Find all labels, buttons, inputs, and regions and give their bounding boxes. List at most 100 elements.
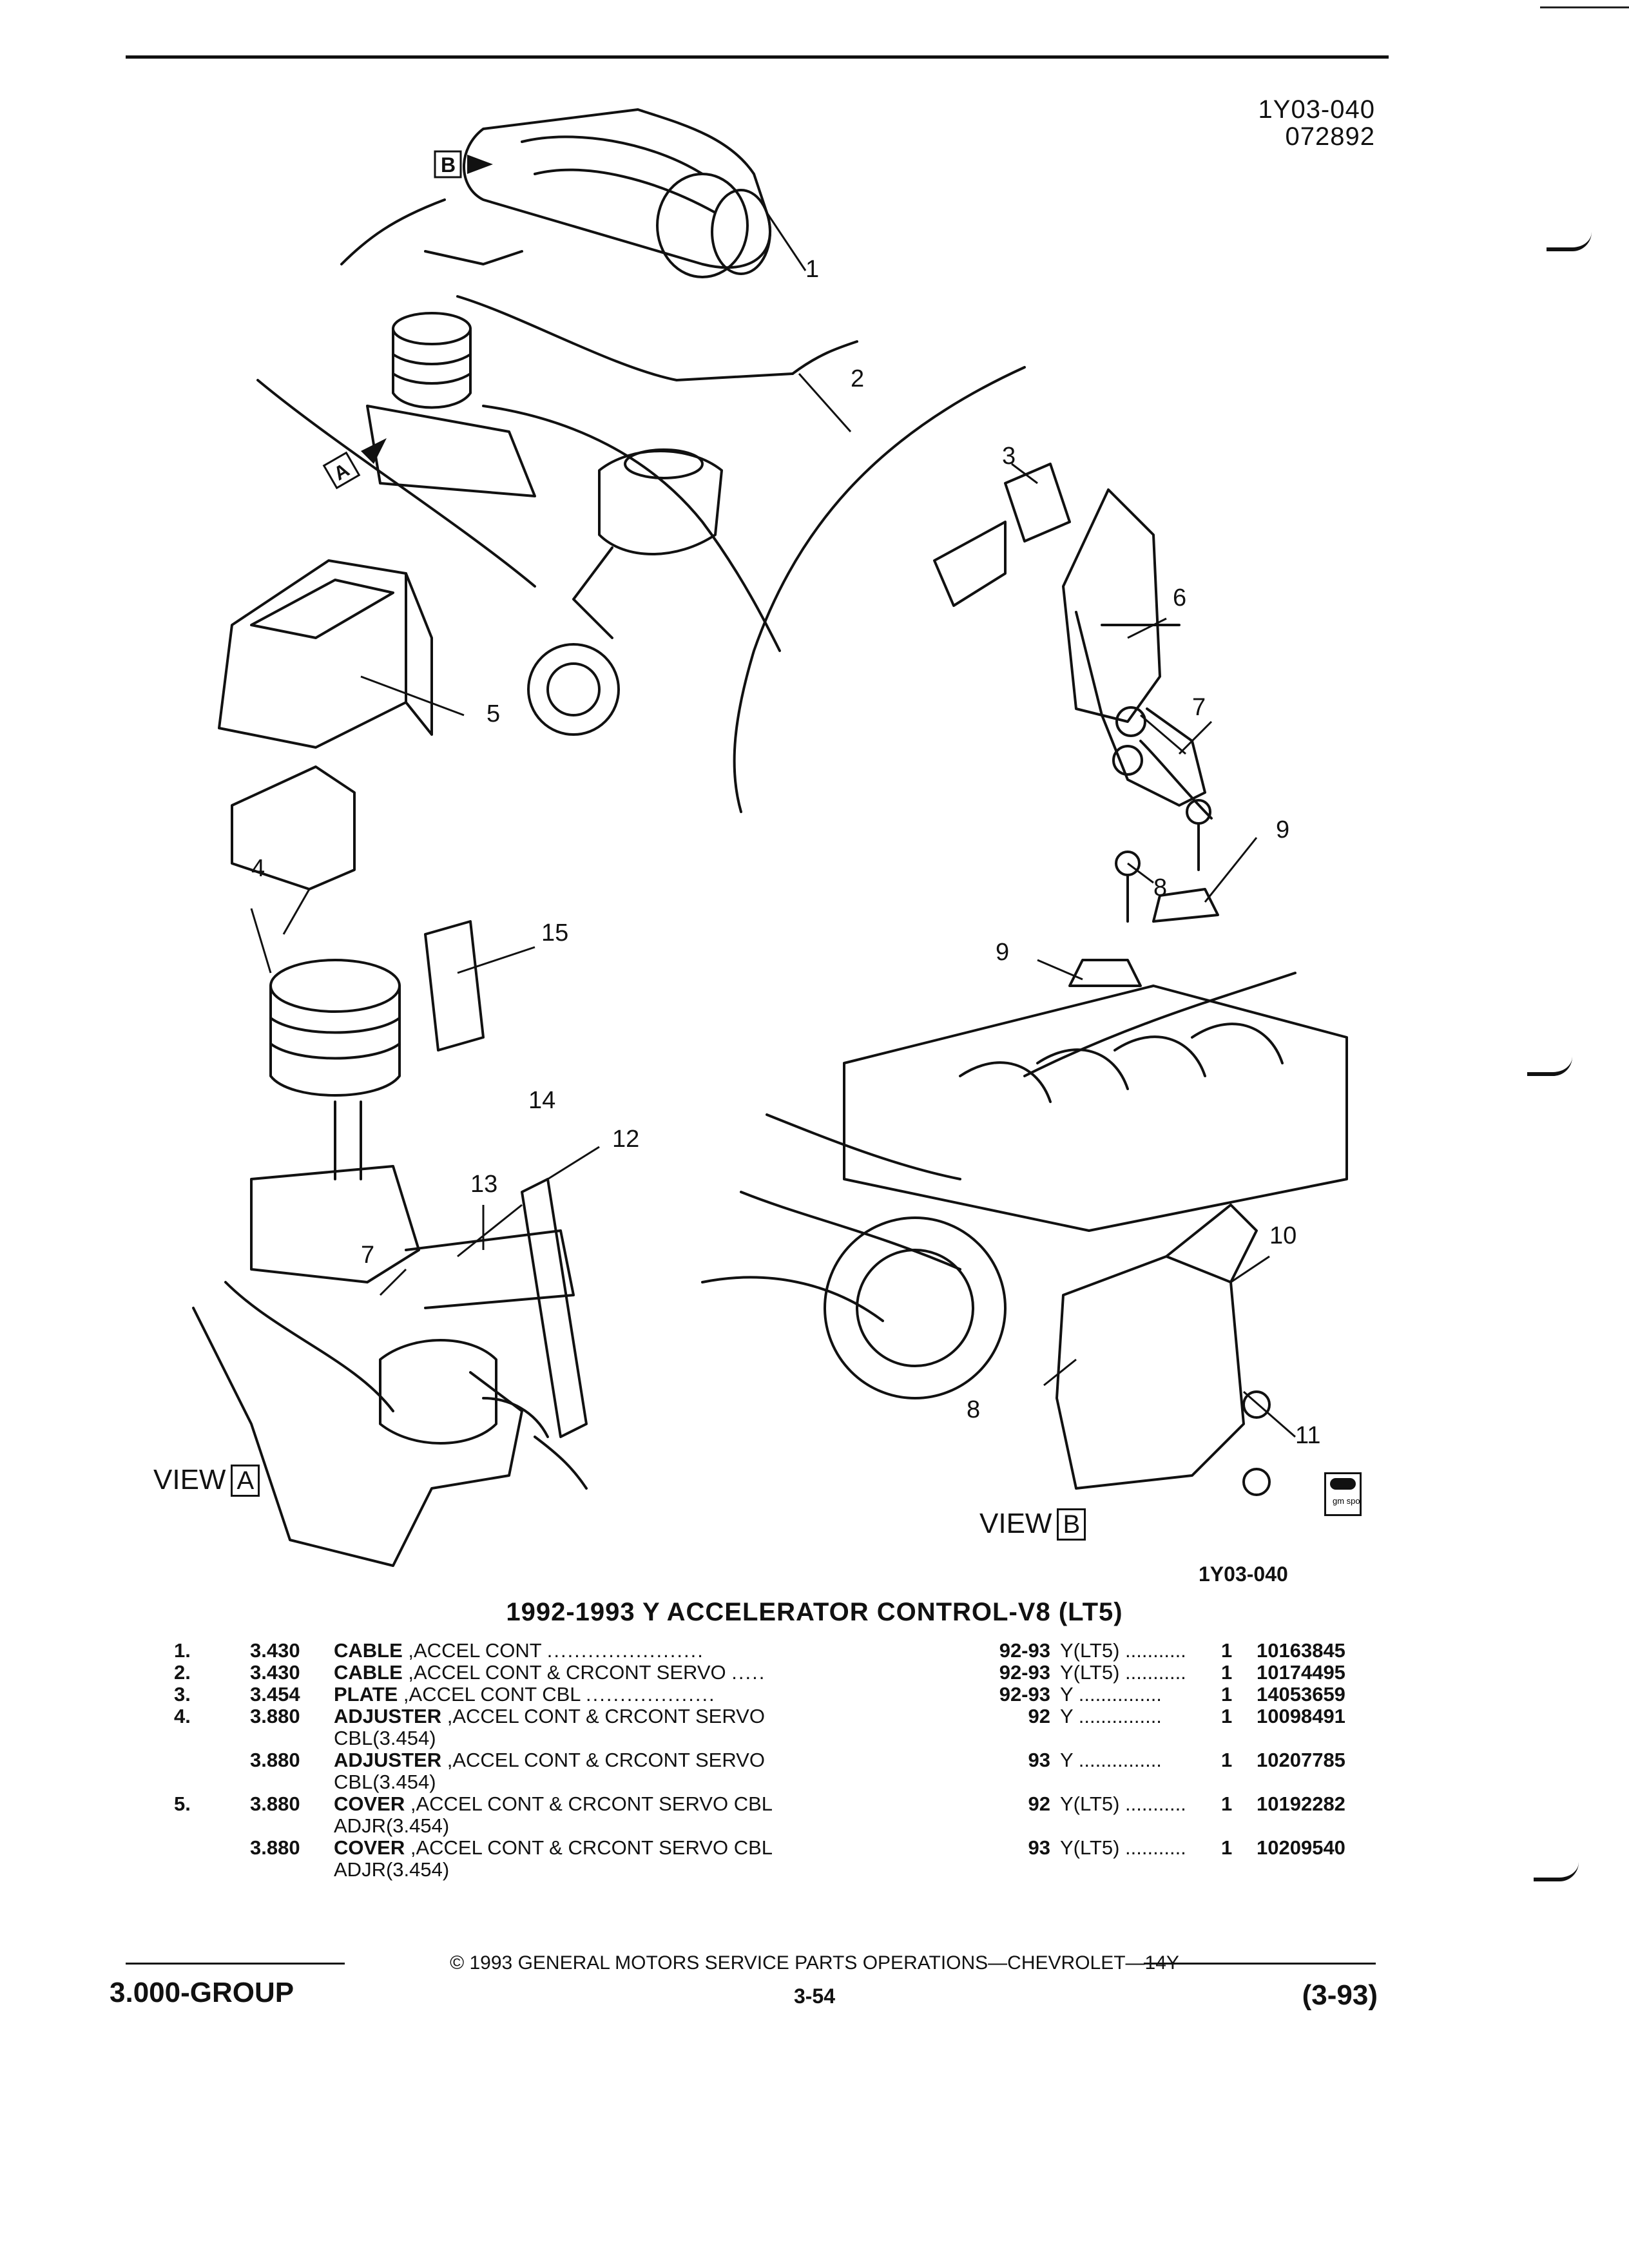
callout-label: 2 bbox=[851, 365, 864, 392]
part-years: 93 bbox=[1028, 1749, 1050, 1771]
gasket-illustration bbox=[424, 920, 485, 1052]
footer-rule-right bbox=[1144, 1963, 1376, 1965]
part-number: 14053659 bbox=[1257, 1683, 1345, 1706]
part-desc-text: ,ACCEL CONT bbox=[402, 1639, 542, 1662]
part-item-number: 5. bbox=[174, 1792, 191, 1815]
svg-text:gm spo: gm spo bbox=[1333, 1496, 1360, 1506]
part-years: 93 bbox=[1028, 1836, 1050, 1859]
page-number: 3-54 bbox=[793, 1984, 836, 2008]
part-name: PLATE bbox=[334, 1683, 398, 1706]
parts-table-title: 1992-1993 Y ACCELERATOR CONTROL-V8 (LT5) bbox=[506, 1598, 1123, 1626]
part-number: 10207785 bbox=[1257, 1749, 1345, 1771]
part-quantity: 1 bbox=[1221, 1661, 1233, 1684]
part-name: CABLE bbox=[334, 1639, 403, 1662]
callout-label: 13 bbox=[470, 1171, 497, 1198]
part-desc-text: ,ACCEL CONT & CRCONT SERVO bbox=[402, 1661, 726, 1684]
part-years: 92-93 bbox=[999, 1639, 1050, 1662]
part-quantity: 1 bbox=[1221, 1836, 1233, 1859]
part-model: Y(LT5) ........... bbox=[1060, 1639, 1186, 1662]
callout-label: 8 bbox=[1153, 874, 1167, 901]
corner-rule bbox=[1540, 6, 1629, 8]
part-description: ADJUSTER ,ACCEL CONT & CRCONT SERVO bbox=[334, 1706, 765, 1727]
part-description: CABLE ,ACCEL CONT & CRCONT SERVO ..... bbox=[334, 1662, 766, 1684]
callout-label: 3 bbox=[1002, 443, 1016, 470]
part-group-number: 3.430 bbox=[250, 1639, 300, 1662]
part-number: 10174495 bbox=[1257, 1661, 1345, 1684]
clamp-hardware-illustration bbox=[1068, 706, 1219, 987]
part-description: COVER ,ACCEL CONT & CRCONT SERVO CBL bbox=[334, 1837, 773, 1859]
doc-date: 072892 bbox=[1285, 122, 1375, 151]
part-description: COVER ,ACCEL CONT & CRCONT SERVO CBL bbox=[334, 1793, 773, 1815]
part-years: 92 bbox=[1028, 1792, 1050, 1815]
master-cylinder-illustration bbox=[527, 448, 723, 736]
part-model: Y ............... bbox=[1060, 1683, 1162, 1706]
doc-id: 1Y03-040 bbox=[1258, 95, 1375, 124]
parts-row: 3.880 93 Y(LT5) ........... 1 10209540 COVER … bbox=[161, 1837, 1385, 1859]
part-number: 10098491 bbox=[1257, 1705, 1345, 1727]
callout-label: 7 bbox=[361, 1242, 374, 1269]
edge-mark bbox=[1547, 232, 1592, 251]
part-quantity: 1 bbox=[1221, 1792, 1233, 1815]
part-name: CABLE bbox=[334, 1661, 403, 1684]
part-item-number: 1. bbox=[174, 1639, 191, 1662]
callout-label: 6 bbox=[1173, 584, 1186, 611]
part-quantity: 1 bbox=[1221, 1683, 1233, 1706]
callout-label: 11 bbox=[1295, 1422, 1320, 1449]
part-desc-text: ,ACCEL CONT & CRCONT SERVO CBL bbox=[405, 1836, 773, 1859]
part-quantity: 1 bbox=[1221, 1639, 1233, 1662]
part-name: ADJUSTER bbox=[334, 1705, 442, 1727]
part-leader-dots: ....................... bbox=[546, 1639, 704, 1662]
bracket-13-illustration bbox=[405, 1229, 575, 1309]
part-model: Y(LT5) ........... bbox=[1060, 1836, 1186, 1859]
part-description-continued: ADJR(3.454) bbox=[334, 1814, 450, 1837]
part-group-number: 3.880 bbox=[250, 1749, 300, 1771]
callout-label: 9 bbox=[996, 939, 1009, 966]
callout-label: 5 bbox=[487, 700, 500, 727]
leader-lines bbox=[250, 212, 1296, 1438]
callout-label: 1 bbox=[805, 256, 819, 283]
parts-row-continuation: ADJR(3.454) bbox=[161, 1859, 1385, 1881]
part-description-continued: CBL(3.454) bbox=[334, 1771, 436, 1793]
callout-label: 8 bbox=[967, 1396, 980, 1423]
part-name: COVER bbox=[334, 1836, 405, 1859]
footer-rule-left bbox=[126, 1963, 345, 1965]
servo-adjuster-illustration bbox=[231, 765, 401, 1180]
part-group-number: 3.880 bbox=[250, 1705, 300, 1727]
part-desc-text: ,ACCEL CONT & CRCONT SERVO CBL bbox=[405, 1792, 773, 1815]
callout-label: 14 bbox=[528, 1087, 555, 1114]
intake-manifold-illustration bbox=[766, 972, 1348, 1232]
part-desc-text: ,ACCEL CONT CBL bbox=[398, 1683, 581, 1706]
callout-label: 15 bbox=[541, 919, 568, 947]
accelerator-pedal-illustration bbox=[933, 463, 1213, 820]
parts-row-continuation: CBL(3.454) bbox=[161, 1771, 1385, 1793]
rod-12-illustration bbox=[521, 1178, 588, 1438]
part-item-number: 4. bbox=[174, 1705, 191, 1727]
part-description-continued: ADJR(3.454) bbox=[334, 1858, 450, 1881]
part-number: 10209540 bbox=[1257, 1836, 1345, 1859]
part-desc-text: ,ACCEL CONT & CRCONT SERVO bbox=[441, 1705, 765, 1727]
callout-label: 7 bbox=[1192, 694, 1206, 721]
part-model: Y(LT5) ........... bbox=[1060, 1661, 1186, 1684]
part-item-number: 3. bbox=[174, 1683, 191, 1706]
callout-label: 12 bbox=[612, 1126, 639, 1153]
part-model: Y ............... bbox=[1060, 1705, 1162, 1727]
callout-label: 9 bbox=[1276, 816, 1289, 843]
part-number: 10192282 bbox=[1257, 1792, 1345, 1815]
part-description-continued: CBL(3.454) bbox=[334, 1727, 436, 1749]
part-leader-dots: ..... bbox=[731, 1661, 766, 1684]
part-group-number: 3.880 bbox=[250, 1836, 300, 1859]
view-a-marker: A bbox=[322, 438, 387, 490]
edge-mark bbox=[1534, 1862, 1579, 1881]
part-name: ADJUSTER bbox=[334, 1749, 442, 1771]
part-leader-dots: ................... bbox=[586, 1683, 716, 1706]
bracket-illustration bbox=[192, 1165, 523, 1567]
part-name: COVER bbox=[334, 1792, 405, 1815]
part-years: 92 bbox=[1028, 1705, 1050, 1727]
